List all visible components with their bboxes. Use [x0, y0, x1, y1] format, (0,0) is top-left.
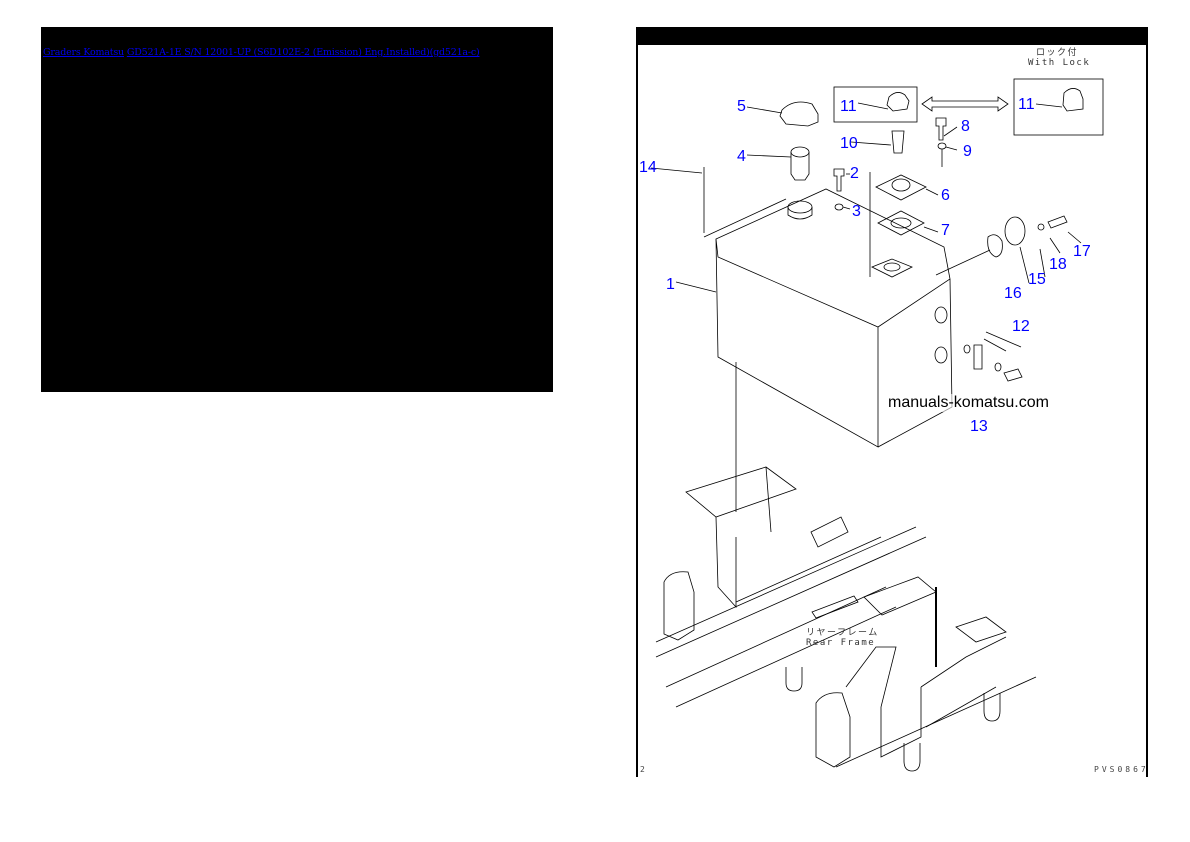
- callout-1[interactable]: 1: [666, 276, 675, 293]
- with-lock-label-en: With Lock: [1028, 58, 1091, 68]
- callout-16[interactable]: 16: [1004, 285, 1022, 302]
- callout-2[interactable]: 2: [850, 165, 859, 182]
- tank-top: [715, 188, 951, 328]
- drawing-code: PVS0867: [1094, 765, 1149, 774]
- callout-7[interactable]: 7: [941, 222, 950, 239]
- rear-frame-label-jp: リヤーフレーム: [806, 628, 879, 638]
- diagram-header-bar: [636, 27, 1148, 45]
- tank-front: [715, 238, 879, 448]
- breadcrumb-panel: Graders Komatsu GD521A-1E S/N 12001-UP (…: [41, 27, 553, 392]
- callout-11-lock[interactable]: 11: [1018, 96, 1035, 113]
- double-arrow-icon: [921, 96, 1009, 112]
- callout-12[interactable]: 12: [1012, 318, 1030, 335]
- breadcrumb-model-link[interactable]: GD521A-1E S/N 12001-UP (S6D102E-2 (Emiss…: [126, 47, 480, 58]
- part11-lock-box: [1013, 78, 1104, 136]
- diagram-border-right: [1146, 45, 1148, 777]
- callout-6[interactable]: 6: [941, 187, 950, 204]
- callout-10[interactable]: 10: [840, 135, 858, 152]
- diagram-drawing: [650, 78, 1104, 772]
- callout-18[interactable]: 18: [1049, 256, 1067, 273]
- callout-11-standard[interactable]: 11: [840, 98, 857, 115]
- part11-lock-cap: [1062, 88, 1084, 112]
- breadcrumb: Graders Komatsu GD521A-1E S/N 12001-UP (…: [43, 47, 480, 58]
- callout-8[interactable]: 8: [961, 118, 970, 135]
- callout-13[interactable]: 13: [970, 418, 988, 435]
- diagram-border-left: [636, 45, 638, 777]
- page-mark: 2: [640, 765, 648, 774]
- callout-14[interactable]: 14: [639, 159, 657, 176]
- callout-17[interactable]: 17: [1073, 243, 1091, 260]
- callout-3[interactable]: 3: [852, 203, 861, 220]
- callout-9[interactable]: 9: [963, 143, 972, 160]
- callout-5[interactable]: 5: [737, 98, 746, 115]
- parts-diagram: 1 2 3 4 5 6 7 8 9 10 11 11 12 13 14 15 1…: [636, 27, 1148, 777]
- part5-cap: [779, 101, 819, 127]
- rear-frame-label-en: Rear Frame: [806, 638, 876, 648]
- part11-cap: [886, 92, 910, 112]
- with-lock-label-jp: ロック付: [1036, 48, 1079, 58]
- watermark-text: manuals-komatsu.com: [888, 394, 1049, 412]
- callout-4[interactable]: 4: [737, 148, 746, 165]
- breadcrumb-category-link[interactable]: Graders Komatsu: [43, 47, 124, 58]
- part11-standard-box: [833, 86, 918, 123]
- callout-15[interactable]: 15: [1028, 271, 1046, 288]
